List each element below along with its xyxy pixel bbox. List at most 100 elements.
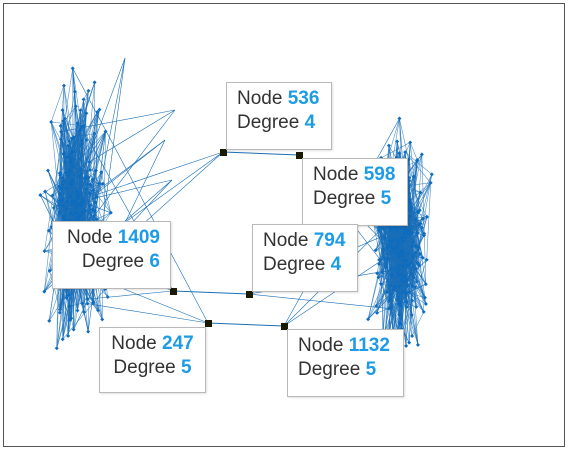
graph-node[interactable]: [392, 246, 397, 251]
graph-node[interactable]: [46, 168, 50, 173]
graph-node[interactable]: [397, 263, 402, 268]
graph-node[interactable]: [387, 299, 392, 304]
graph-node[interactable]: [395, 237, 400, 242]
graph-node[interactable]: [61, 213, 66, 218]
graph-node[interactable]: [84, 111, 89, 116]
graph-node[interactable]: [64, 155, 69, 160]
graph-node[interactable]: [49, 119, 54, 124]
graph-node[interactable]: [411, 240, 416, 245]
graph-node[interactable]: [92, 80, 97, 85]
graph-node[interactable]: [91, 188, 96, 193]
graph-node[interactable]: [404, 343, 409, 348]
graph-node[interactable]: [416, 210, 421, 215]
graph-node[interactable]: [407, 340, 412, 345]
graph-node[interactable]: [62, 150, 67, 155]
graph-node[interactable]: [67, 317, 72, 322]
graph-node[interactable]: [92, 213, 97, 218]
graph-node[interactable]: [92, 131, 97, 136]
graph-node[interactable]: [399, 235, 404, 240]
graph-node[interactable]: [78, 108, 83, 113]
graph-node[interactable]: [63, 185, 68, 190]
graph-node[interactable]: [401, 253, 406, 258]
graph-node[interactable]: [100, 181, 105, 186]
graph-node[interactable]: [61, 179, 66, 184]
graph-node[interactable]: [415, 261, 420, 266]
graph-node[interactable]: [94, 194, 99, 199]
graph-node[interactable]: [413, 267, 418, 271]
graph-node[interactable]: [404, 227, 409, 232]
graph-node[interactable]: [395, 228, 400, 233]
graph-node[interactable]: [408, 140, 413, 145]
graph-node[interactable]: [94, 217, 99, 222]
graph-node[interactable]: [70, 178, 75, 183]
graph-node[interactable]: [79, 203, 84, 208]
graph-node[interactable]: [386, 143, 391, 148]
graph-node[interactable]: [403, 291, 408, 296]
graph-node[interactable]: [84, 138, 89, 143]
graph-node[interactable]: [65, 199, 70, 204]
graph-node[interactable]: [86, 182, 91, 187]
graph-node[interactable]: [413, 285, 418, 289]
graph-node[interactable]: [388, 266, 393, 271]
graph-node[interactable]: [401, 263, 406, 268]
graph-node[interactable]: [397, 312, 402, 317]
graph-node[interactable]: [60, 108, 65, 113]
graph-node[interactable]: [400, 239, 405, 244]
graph-node[interactable]: [54, 346, 59, 351]
graph-node[interactable]: [47, 318, 52, 323]
graph-node[interactable]: [75, 308, 80, 313]
graph-node[interactable]: [401, 258, 406, 263]
graph-node[interactable]: [417, 252, 422, 257]
graph-node[interactable]: [92, 208, 97, 213]
graph-node[interactable]: [88, 203, 93, 208]
graph-node[interactable]: [377, 262, 382, 267]
graph-node[interactable]: [87, 159, 92, 164]
graph-node[interactable]: [78, 213, 83, 218]
graph-node[interactable]: [68, 194, 73, 199]
graph-node[interactable]: [91, 300, 96, 305]
graph-node[interactable]: [100, 317, 105, 322]
graph-node[interactable]: [79, 166, 84, 171]
graph-node[interactable]: [77, 173, 82, 178]
graph-node[interactable]: [94, 168, 98, 173]
graph-node[interactable]: [418, 221, 423, 226]
graph-node[interactable]: [93, 200, 98, 205]
graph-node[interactable]: [74, 216, 79, 221]
graph-node[interactable]: [87, 191, 92, 196]
graph-node[interactable]: [388, 239, 393, 244]
graph-node[interactable]: [409, 298, 414, 303]
graph-node[interactable]: [90, 177, 95, 182]
graph-node[interactable]: [57, 310, 62, 315]
graph-node[interactable]: [407, 199, 411, 204]
graph-node[interactable]: [86, 329, 91, 334]
graph-node[interactable]: [83, 176, 88, 181]
graph-node[interactable]: [418, 190, 423, 195]
graph-node[interactable]: [97, 107, 102, 112]
graph-node[interactable]: [61, 83, 66, 88]
node-1409-marker[interactable]: [170, 288, 177, 295]
graph-node[interactable]: [393, 284, 398, 289]
graph-node[interactable]: [74, 205, 78, 210]
graph-node[interactable]: [77, 192, 82, 197]
graph-node[interactable]: [42, 249, 47, 254]
graph-node[interactable]: [380, 226, 385, 231]
graph-node[interactable]: [65, 207, 70, 212]
graph-node[interactable]: [65, 143, 70, 148]
graph-node[interactable]: [61, 175, 66, 180]
graph-node[interactable]: [96, 308, 101, 313]
graph-node[interactable]: [73, 200, 78, 205]
graph-node[interactable]: [70, 164, 75, 169]
graph-node[interactable]: [428, 180, 433, 185]
graph-node[interactable]: [81, 97, 86, 102]
graph-node[interactable]: [408, 232, 413, 237]
graph-node[interactable]: [373, 248, 378, 253]
graph-node[interactable]: [67, 139, 72, 144]
graph-node[interactable]: [68, 160, 73, 165]
graph-node[interactable]: [396, 251, 401, 256]
graph-node[interactable]: [63, 160, 68, 165]
graph-node[interactable]: [86, 88, 91, 93]
graph-node[interactable]: [77, 128, 82, 133]
graph-node[interactable]: [391, 238, 396, 243]
graph-node[interactable]: [73, 104, 78, 109]
graph-node[interactable]: [83, 209, 88, 214]
